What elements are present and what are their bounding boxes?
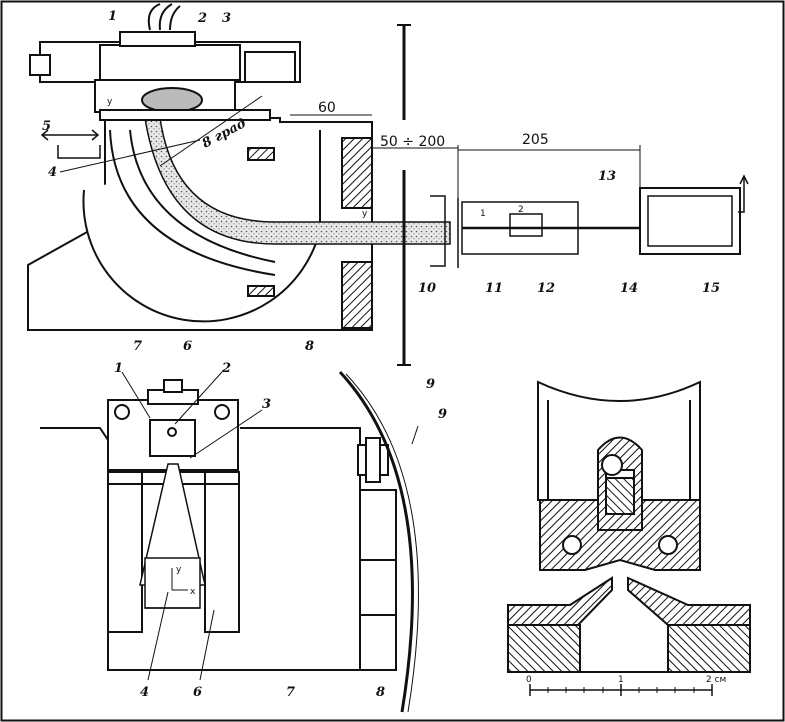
scale-2: 2 см — [706, 675, 726, 685]
lower-electrode-right — [627, 576, 751, 626]
shield-block-8 — [341, 137, 373, 209]
side-axis-x: x — [190, 587, 196, 597]
axis-y-beam: y — [362, 209, 368, 219]
label-9: 9 — [426, 377, 435, 392]
label-1: 1 — [108, 9, 117, 24]
detector-part-1: 1 — [480, 209, 486, 219]
side-label-1: 1 — [114, 361, 123, 376]
label-4: 4 — [48, 165, 57, 180]
label-8: 8 — [305, 339, 314, 354]
axis-y-top: y — [107, 97, 113, 107]
label-14: 14 — [620, 281, 638, 296]
dim-gap: 50 ÷ 200 — [380, 134, 445, 150]
side-label-9: 9 — [438, 407, 447, 422]
side-label-3: 3 — [262, 397, 271, 412]
v-block — [539, 499, 701, 571]
side-label-7: 7 — [286, 685, 295, 700]
scale-labels: 0 1 2 см — [526, 675, 726, 685]
detector-part-2: 2 — [518, 205, 524, 215]
side-axis-y: y — [176, 565, 182, 575]
label-7: 7 — [133, 339, 142, 354]
dim-60: 60 — [318, 100, 336, 116]
dim-205: 205 — [522, 132, 549, 148]
label-3: 3 — [222, 11, 231, 26]
side-view-labels: 1 2 3 4 6 7 8 9 y x — [114, 361, 447, 700]
label-5: 5 — [42, 119, 51, 134]
label-12: 12 — [537, 281, 555, 296]
side-label-2: 2 — [221, 361, 231, 376]
label-10: 10 — [418, 281, 436, 296]
scale-1: 1 — [618, 675, 624, 685]
side-screen-9 — [338, 370, 414, 713]
side-view — [40, 370, 419, 713]
label-6: 6 — [183, 339, 192, 354]
side-label-4: 4 — [140, 685, 149, 700]
curved-beam-tube — [144, 117, 451, 245]
label-15: 15 — [702, 281, 720, 296]
top-view-labels: 1 2 3 5 4 7 6 8 9 10 11 12 13 14 15 60 5… — [42, 9, 720, 392]
detail-view — [507, 380, 751, 696]
label-13: 13 — [598, 169, 616, 184]
top-view — [27, 3, 749, 366]
side-shield-8 — [359, 489, 397, 671]
label-2: 2 — [197, 11, 207, 26]
side-label-8: 8 — [376, 685, 385, 700]
label-11: 11 — [485, 281, 503, 296]
side-label-6: 6 — [193, 685, 202, 700]
scale-0: 0 — [526, 675, 532, 685]
lower-electrode-left — [507, 576, 613, 626]
